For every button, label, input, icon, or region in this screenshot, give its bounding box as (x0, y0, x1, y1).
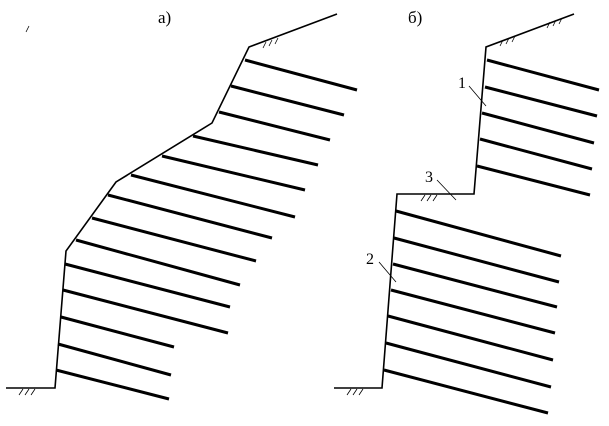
ground-hatch-b (25, 17, 563, 396)
anchor-line (192, 134, 319, 167)
ground-hatch-a (18, 37, 279, 396)
anchor-line (484, 85, 598, 118)
figure-b-label: б) (408, 8, 422, 27)
anchor-line (486, 58, 600, 92)
anchor-line (383, 368, 549, 415)
anchor-line (390, 288, 556, 335)
anchor-line (393, 236, 560, 284)
slope-profile-a (6, 13, 338, 389)
callout-3: 3 (425, 169, 433, 186)
anchor-line (481, 111, 595, 145)
anchors-b (383, 58, 600, 415)
callout-2: 2 (366, 251, 374, 268)
anchor-line (75, 238, 241, 287)
anchor-line (244, 58, 358, 92)
figure-a: а) (6, 8, 358, 401)
anchor-line (64, 262, 231, 309)
anchor-line (57, 342, 172, 377)
callout-1: 1 (458, 75, 466, 92)
anchor-line (60, 315, 175, 349)
slope-profile-b (334, 13, 575, 389)
figure-a-label: а) (158, 8, 171, 27)
anchor-line (130, 173, 296, 219)
anchor-line (395, 209, 562, 258)
anchor-line (387, 314, 554, 362)
anchor-line (107, 193, 273, 240)
callouts (378, 85, 487, 283)
figure-b: б) 1 2 3 (25, 8, 600, 415)
anchor-line (479, 137, 593, 171)
anchor-line (392, 262, 558, 309)
anchor-line (230, 84, 345, 117)
anchor-line (218, 110, 331, 142)
anchor-line (161, 154, 306, 192)
anchors-a (55, 58, 358, 401)
anchor-line (62, 288, 229, 335)
anchor-line (91, 216, 257, 263)
anchor-line (55, 368, 170, 401)
anchor-line (385, 341, 552, 389)
anchor-line (476, 164, 591, 197)
